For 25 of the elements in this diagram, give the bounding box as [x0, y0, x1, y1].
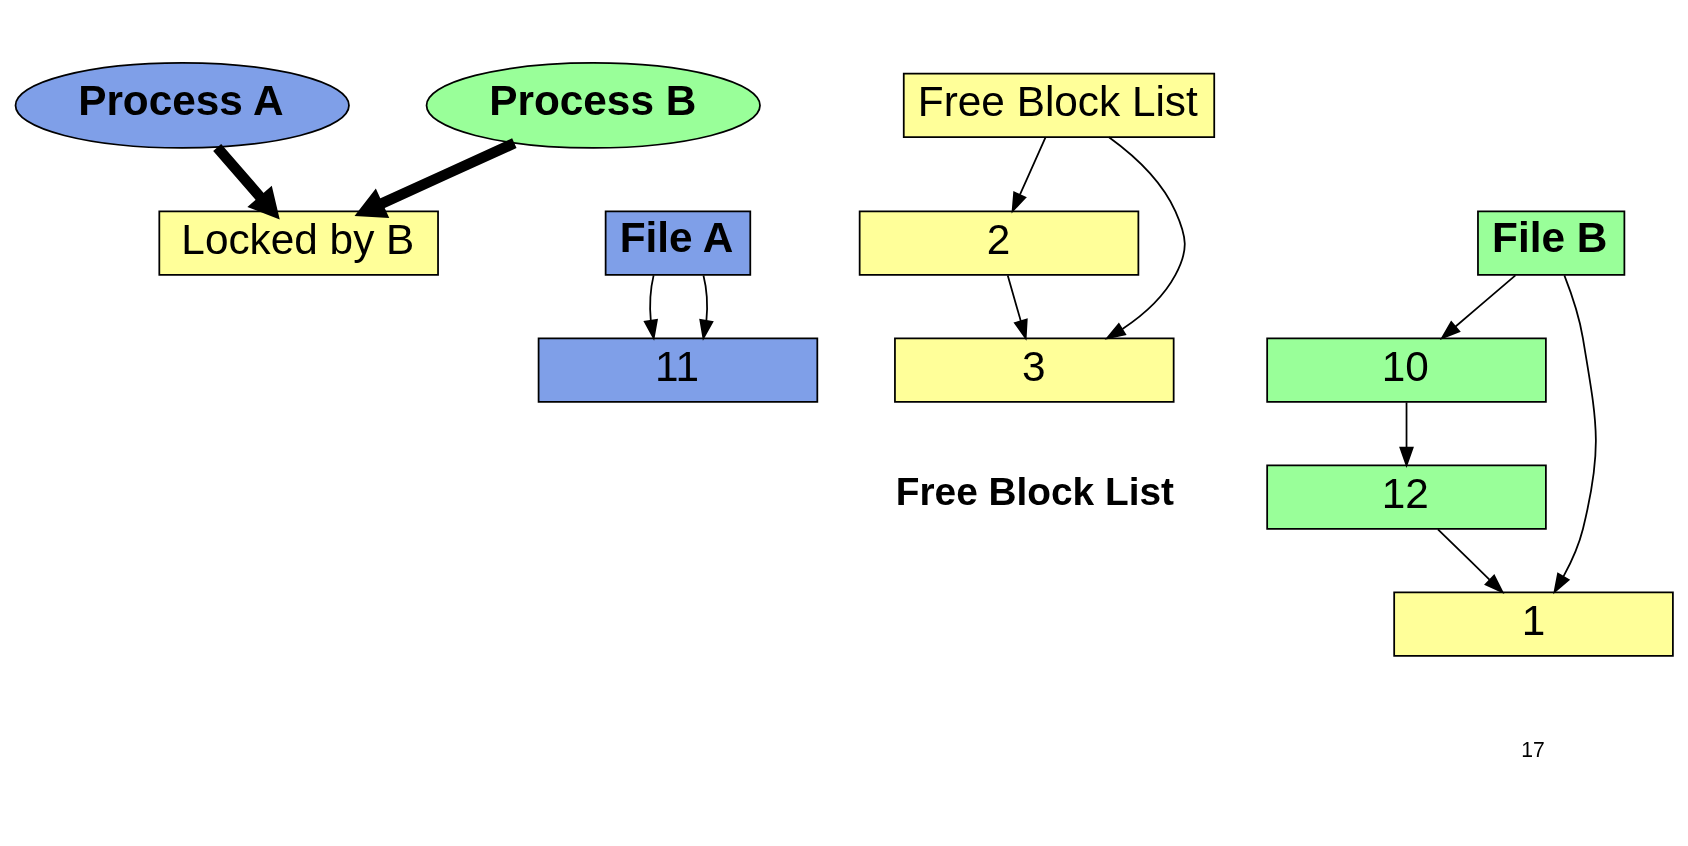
- node-box: 2: [858, 210, 1140, 276]
- node-ellipse: Process B: [425, 62, 761, 149]
- node-box: 12: [1266, 464, 1547, 530]
- arrow: [699, 274, 714, 341]
- arrow: [1006, 274, 1028, 341]
- arrow: [213, 144, 280, 220]
- node-box: Free Block List: [902, 72, 1216, 139]
- node-ellipse: Process A: [14, 62, 350, 149]
- node-box: File B: [1477, 210, 1626, 276]
- arrow: [1553, 274, 1597, 595]
- arrow: [1399, 401, 1414, 468]
- node-box: 10: [1266, 337, 1547, 403]
- arrow: [1437, 528, 1505, 595]
- arrow: [354, 138, 517, 218]
- label: 17: [1521, 737, 1545, 761]
- arrow: [1011, 136, 1047, 214]
- node-box: 1: [1393, 591, 1674, 657]
- arrow: [1104, 136, 1186, 340]
- node-box: Locked by B: [158, 210, 439, 276]
- node-box: File A: [604, 210, 752, 276]
- node-box: 3: [894, 337, 1175, 403]
- arrow: [1439, 274, 1517, 340]
- node-box: 11: [537, 337, 819, 403]
- label: Free Block List: [895, 470, 1174, 514]
- arrow: [643, 274, 659, 341]
